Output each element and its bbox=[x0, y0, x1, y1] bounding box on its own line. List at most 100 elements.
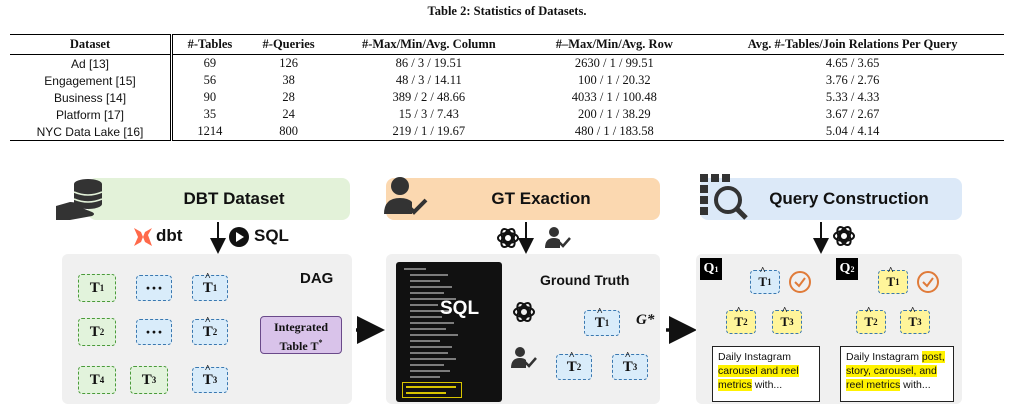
node-t3-hat: T3 bbox=[192, 367, 228, 393]
node-letter: T bbox=[595, 315, 605, 332]
openai-icon bbox=[496, 226, 520, 250]
sql-code-panel: SQL bbox=[396, 262, 502, 402]
node-subscript: 4 bbox=[99, 375, 105, 385]
q1-node-t3-hat: T3 bbox=[772, 310, 802, 334]
table-cell: 480 / 1 / 183.58 bbox=[574, 124, 654, 138]
table-cell: 200 / 1 / 38.29 bbox=[578, 107, 651, 121]
check-circle-icon bbox=[916, 270, 940, 294]
q1-node-t2-hat: T2 bbox=[726, 310, 756, 334]
node-dots-1: ··· bbox=[136, 275, 172, 301]
code-line bbox=[410, 346, 452, 348]
table-cell: 24 bbox=[282, 107, 295, 121]
table-cell: 35 bbox=[203, 107, 217, 121]
q2-node-t3-hat: T3 bbox=[900, 310, 930, 334]
table-cell: NYC Data Lake [16] bbox=[10, 123, 174, 141]
banner-dbt-dataset-label: DBT Dataset bbox=[183, 189, 285, 208]
gt-node-t3-hat: T3 bbox=[612, 354, 648, 380]
node-letter: T bbox=[623, 359, 633, 376]
table-cell: 100 / 1 / 20.32 bbox=[578, 73, 651, 87]
ellipsis: ··· bbox=[144, 321, 163, 342]
dbt-logo-icon bbox=[132, 226, 154, 248]
q1-text-box: Daily Instagram carousel and reel metric… bbox=[712, 346, 820, 402]
node-subscript: 3 bbox=[151, 375, 157, 385]
q2-text-tail: with... bbox=[900, 379, 931, 391]
code-line bbox=[410, 292, 444, 294]
table-cell: 219 / 1 / 19.67 bbox=[392, 124, 466, 138]
node-subscript: 1 bbox=[212, 283, 218, 293]
node-letter: T bbox=[864, 314, 873, 330]
table-cell: 28 bbox=[282, 90, 295, 104]
code-line bbox=[410, 376, 440, 378]
table-row: Platform [17] 35 24 15 / 3 / 7.43 200 / … bbox=[10, 106, 1004, 123]
node-letter: T bbox=[567, 359, 577, 376]
sql-play-icon bbox=[228, 226, 250, 248]
code-highlight bbox=[402, 382, 462, 398]
table-cell: 15 / 3 / 7.43 bbox=[398, 107, 459, 121]
sql-label: SQL bbox=[254, 226, 289, 245]
code-line bbox=[410, 316, 442, 318]
table-cell: 126 bbox=[279, 56, 298, 70]
dbt-label: dbt bbox=[156, 226, 183, 245]
code-line bbox=[410, 340, 440, 342]
table-cell: Ad [13] bbox=[10, 54, 174, 72]
node-subscript: 3 bbox=[917, 317, 922, 327]
col-header: #-Tables bbox=[187, 37, 233, 51]
q1-text: Daily Instagram bbox=[718, 351, 791, 363]
node-subscript: 2 bbox=[212, 327, 218, 337]
banner-gt-exaction-label: GT Exaction bbox=[491, 189, 591, 208]
col-header: Dataset bbox=[10, 34, 174, 55]
code-line bbox=[404, 268, 426, 270]
q-subscript: 2 bbox=[850, 264, 855, 274]
node-dots-2: ··· bbox=[136, 319, 172, 345]
code-line bbox=[410, 304, 438, 306]
user-check-icon bbox=[382, 174, 430, 220]
node-subscript: 1 bbox=[99, 283, 105, 293]
q2-text: Daily Instagram bbox=[846, 351, 922, 363]
table-cell: 86 / 3 / 19.51 bbox=[395, 56, 462, 70]
node-t2-hat: T2 bbox=[192, 319, 228, 345]
table-row: Ad [13] 69 126 86 / 3 / 19.51 2630 / 1 /… bbox=[10, 54, 1004, 72]
node-subscript: 1 bbox=[604, 318, 610, 328]
q2-text-box: Daily Instagram post, story, carousel, a… bbox=[840, 346, 954, 402]
openai-icon bbox=[512, 300, 536, 324]
table-cell: 2630 / 1 / 99.51 bbox=[574, 56, 654, 70]
check-circle-icon bbox=[788, 270, 812, 294]
table-cell: 1214 bbox=[197, 124, 223, 138]
query-search-icon bbox=[698, 172, 750, 222]
table-cell: 69 bbox=[203, 56, 217, 70]
code-line bbox=[410, 370, 450, 372]
node-subscript: 2 bbox=[743, 317, 748, 327]
integrated-line1: Integrated bbox=[274, 320, 328, 334]
banner-dbt-dataset: DBT Dataset bbox=[88, 178, 350, 220]
sql-panel-label: SQL bbox=[440, 298, 480, 319]
user-check-icon bbox=[544, 226, 572, 250]
node-letter: T bbox=[886, 274, 895, 290]
q-letter: Q bbox=[703, 261, 715, 276]
table-cell: 38 bbox=[282, 73, 295, 87]
q-letter: Q bbox=[839, 261, 851, 276]
table-cell: Business [14] bbox=[10, 89, 174, 106]
node-subscript: 3 bbox=[212, 375, 218, 385]
table-row: NYC Data Lake [16] 1214 800 219 / 1 / 19… bbox=[10, 123, 1004, 141]
table-row: Engagement [15] 56 38 48 / 3 / 14.11 100… bbox=[10, 72, 1004, 89]
table-cell: 4.65 / 3.65 bbox=[825, 56, 880, 70]
node-letter: T bbox=[203, 280, 213, 297]
node-letter: T bbox=[89, 279, 100, 296]
gstar-label: G* bbox=[636, 312, 655, 328]
q2-node-t1-hat: T1 bbox=[878, 270, 908, 294]
banner-gt-exaction: GT Exaction bbox=[386, 178, 660, 220]
table-header-row: Dataset #-Tables #-Queries #-Max/Min/Avg… bbox=[10, 34, 1004, 55]
table-cell: 5.33 / 4.33 bbox=[825, 90, 880, 104]
q1-node-t1-hat: T1 bbox=[750, 270, 780, 294]
col-header: #-Queries bbox=[262, 37, 315, 51]
code-line bbox=[410, 358, 456, 360]
gt-node-t2-hat: T2 bbox=[556, 354, 592, 380]
table-cell: 800 bbox=[279, 124, 298, 138]
col-header: #-Max/Min/Avg. Column bbox=[361, 37, 496, 51]
node-letter: T bbox=[141, 371, 152, 388]
table-cell: 3.76 / 2.76 bbox=[825, 73, 880, 87]
node-subscript: 3 bbox=[632, 362, 638, 372]
